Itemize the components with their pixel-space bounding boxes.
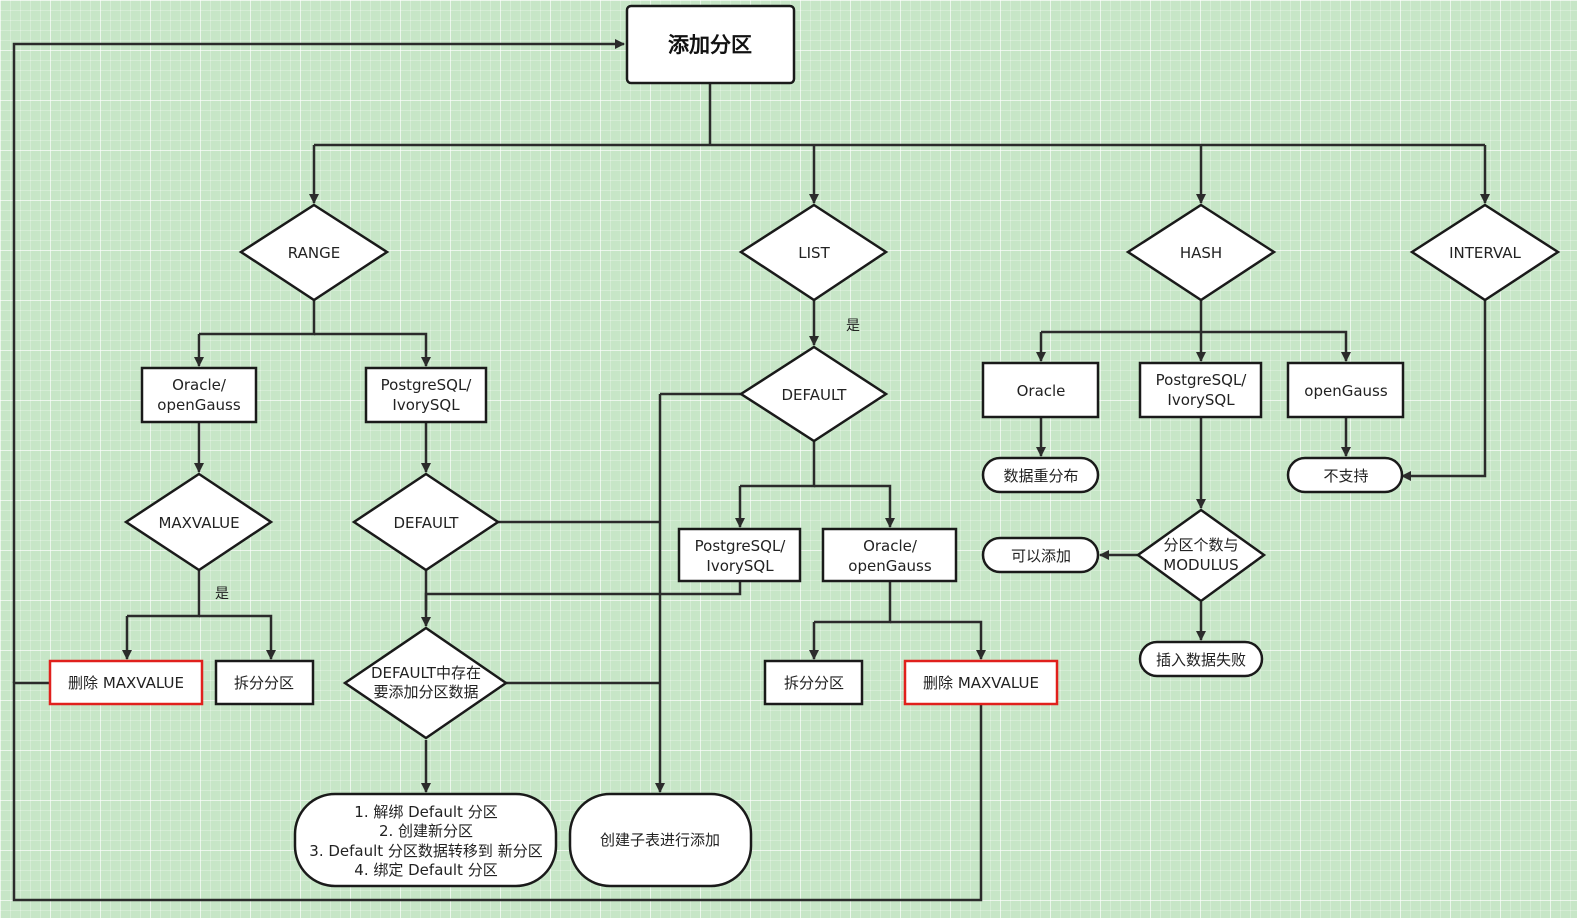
range-pg-box: PostgreSQL/ IvorySQL (364, 366, 488, 424)
hash-decision: HASH (1125, 203, 1277, 302)
redistribute-label: 数据重分布 (1003, 467, 1078, 485)
hash-label: HASH (1180, 244, 1222, 262)
title-node: 添加分区 (625, 4, 796, 85)
range-default-decision: DEFAULT (351, 472, 501, 572)
edge-list-pg-to-hasdata (424, 581, 742, 610)
delete-maxvalue-list: 删除 MAXVALUE (903, 659, 1059, 706)
interval-label: INTERVAL (1449, 244, 1521, 262)
redistribute-box: 数据重分布 (981, 456, 1100, 494)
split-partition-range: 拆分分区 (214, 659, 315, 706)
range-label: RANGE (288, 244, 340, 262)
edge-hash-opengauss (1201, 330, 1351, 362)
modulus-line1: 分区个数与 (1163, 536, 1238, 554)
list-default-label: DEFAULT (782, 386, 848, 404)
range-pg-line2: IvorySQL (392, 396, 460, 414)
steps-box: 1. 解绑 Default 分区 2. 创建新分区 3. Default 分区数… (293, 792, 558, 888)
hash-oracle-box: Oracle (981, 361, 1100, 419)
edge-range-split (199, 300, 316, 336)
modulus-decision: 分区个数与 MODULUS (1135, 508, 1267, 603)
insert-fail-box: 插入数据失败 (1138, 640, 1264, 678)
can-add-box: 可以添加 (981, 536, 1100, 574)
range-default-label: DEFAULT (394, 514, 460, 532)
hash-opengauss-box: openGauss (1286, 361, 1405, 419)
list-oracle-line1: Oracle/ (863, 537, 918, 555)
list-yes-label: 是 (846, 318, 860, 334)
has-data-line2: 要添加分区数据 (373, 683, 478, 701)
connectors (12, 39, 1490, 902)
create-child-box: 创建子表进行添加 (568, 792, 753, 888)
list-pg-box: PostgreSQL/ IvorySQL (677, 527, 802, 583)
list-pg-line2: IvorySQL (706, 557, 774, 575)
split-range-label: 拆分分区 (234, 674, 294, 692)
edge-hash-split (1041, 300, 1203, 334)
split-partition-list: 拆分分区 (763, 659, 864, 706)
list-oracle-line2: openGauss (848, 557, 932, 575)
edge-list-oracle (814, 484, 895, 528)
edge-range-pg (314, 332, 431, 367)
list-label: LIST (798, 244, 830, 262)
modulus-line2: MODULUS (1163, 556, 1238, 574)
can-add-label: 可以添加 (1011, 547, 1071, 565)
edge-list-oracle-split (814, 581, 892, 624)
list-default-decision: DEFAULT (738, 345, 889, 443)
list-oracle-box: Oracle/ openGauss (821, 527, 958, 583)
hash-pg-line2: IvorySQL (1167, 391, 1235, 409)
step-2: 2. 创建新分区 (379, 822, 473, 840)
delete-maxvalue-list-label: 删除 MAXVALUE (923, 674, 1039, 692)
step-1: 1. 解绑 Default 分区 (354, 803, 497, 821)
edge-to-delete-maxvalue-list (890, 620, 986, 660)
insert-fail-label: 插入数据失败 (1156, 651, 1246, 669)
range-oracle-line2: openGauss (157, 396, 241, 414)
not-supported-box: 不支持 (1286, 456, 1404, 494)
interval-decision: INTERVAL (1409, 203, 1561, 302)
list-pg-line1: PostgreSQL/ (695, 537, 787, 555)
range-oracle-line1: Oracle/ (172, 376, 227, 394)
default-has-data-decision: DEFAULT中存在 要添加分区数据 (342, 626, 509, 740)
step-4: 4. 绑定 Default 分区 (354, 861, 497, 879)
hash-pg-box: PostgreSQL/ IvorySQL (1138, 361, 1263, 419)
not-supported-label: 不支持 (1323, 467, 1368, 485)
page-title: 添加分区 (668, 33, 752, 57)
hash-pg-line1: PostgreSQL/ (1156, 371, 1248, 389)
edge-loop-bottom (12, 681, 983, 902)
range-yes-label: 是 (215, 586, 229, 602)
create-child-label: 创建子表进行添加 (600, 831, 720, 849)
delete-maxvalue-range: 删除 MAXVALUE (48, 659, 204, 706)
step-3: 3. Default 分区数据转移到 新分区 (309, 842, 542, 860)
maxvalue-label: MAXVALUE (158, 514, 239, 532)
range-oracle-box: Oracle/ openGauss (140, 366, 258, 424)
edge-list-default-split (740, 441, 816, 488)
edge-to-split-range (199, 614, 276, 660)
range-pg-line1: PostgreSQL/ (381, 376, 473, 394)
split-list-label: 拆分分区 (784, 674, 844, 692)
list-decision: LIST (738, 203, 889, 302)
edge-loop-top (12, 39, 625, 683)
has-data-line1: DEFAULT中存在 (371, 664, 481, 682)
edge-interval-notsupported (1401, 300, 1487, 481)
delete-maxvalue-range-label: 删除 MAXVALUE (68, 674, 184, 692)
edge-maxvalue-split (127, 570, 201, 618)
range-decision: RANGE (238, 203, 390, 302)
hash-oracle-label: Oracle (1017, 382, 1066, 400)
hash-opengauss-label: openGauss (1304, 382, 1388, 400)
maxvalue-decision: MAXVALUE (123, 472, 274, 572)
